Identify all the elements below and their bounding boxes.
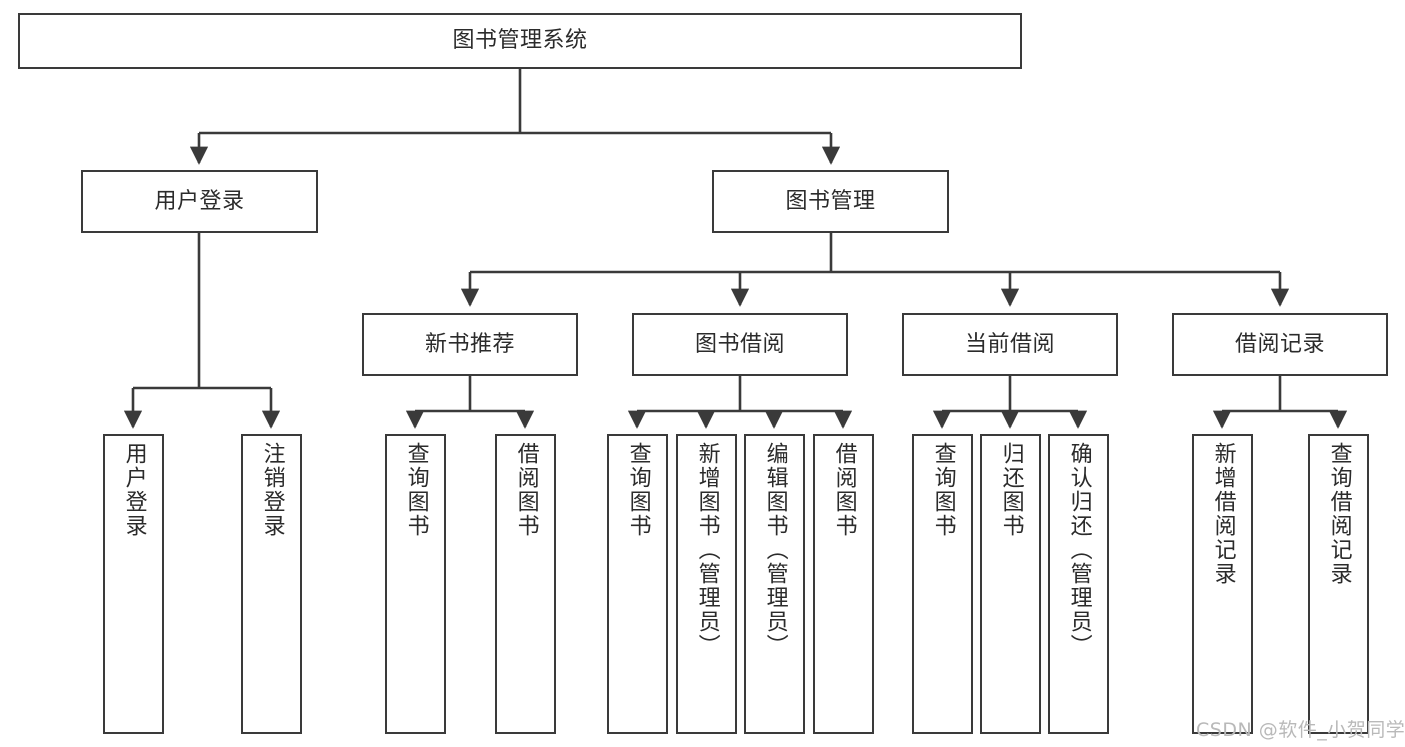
node-label: 确认归还（管理员）: [1066, 442, 1092, 658]
node-user-login[interactable]: 用户登录: [81, 170, 318, 233]
leaf-new-book-borrow[interactable]: 借阅图书: [495, 434, 556, 734]
leaf-book-borrow-query[interactable]: 查询图书: [607, 434, 668, 734]
node-label: 当前借阅: [964, 331, 1055, 357]
node-label: 图书管理系统: [452, 28, 588, 54]
leaf-new-book-query[interactable]: 查询图书: [385, 434, 446, 734]
node-book-borrow[interactable]: 图书借阅: [632, 313, 848, 376]
node-label: 查询图书: [403, 442, 429, 538]
leaf-user-login-login[interactable]: 用户登录: [103, 434, 164, 734]
node-label: 图书借阅: [694, 331, 785, 357]
node-current-borrow[interactable]: 当前借阅: [902, 313, 1118, 376]
node-new-book-recommend[interactable]: 新书推荐: [362, 313, 578, 376]
node-label: 新增图书（管理员）: [694, 442, 720, 658]
leaf-book-borrow-edit[interactable]: 编辑图书（管理员）: [744, 434, 805, 734]
node-label: 图书管理: [785, 188, 876, 214]
leaf-user-login-logout[interactable]: 注销登录: [241, 434, 302, 734]
node-root-book-management-system[interactable]: 图书管理系统: [18, 13, 1022, 69]
node-label: 查询借阅记录: [1326, 442, 1352, 586]
leaf-current-borrow-confirm-return[interactable]: 确认归还（管理员）: [1048, 434, 1109, 734]
node-book-management[interactable]: 图书管理: [712, 170, 949, 233]
leaf-current-borrow-return[interactable]: 归还图书: [980, 434, 1041, 734]
node-label: 用户登录: [154, 188, 245, 214]
node-label: 注销登录: [259, 442, 285, 538]
node-label: 新书推荐: [424, 331, 515, 357]
node-label: 新增借阅记录: [1210, 442, 1236, 586]
node-label: 归还图书: [998, 442, 1024, 538]
node-label: 借阅图书: [513, 442, 539, 538]
leaf-book-borrow-add[interactable]: 新增图书（管理员）: [676, 434, 737, 734]
node-label: 借阅记录: [1234, 331, 1325, 357]
node-label: 借阅图书: [831, 442, 857, 538]
node-label: 用户登录: [121, 442, 147, 538]
node-label: 查询图书: [625, 442, 651, 538]
leaf-borrow-record-query[interactable]: 查询借阅记录: [1308, 434, 1369, 734]
node-label: 查询图书: [930, 442, 956, 538]
node-label: 编辑图书（管理员）: [762, 442, 788, 658]
leaf-book-borrow-borrow[interactable]: 借阅图书: [813, 434, 874, 734]
leaf-borrow-record-add[interactable]: 新增借阅记录: [1192, 434, 1253, 734]
leaf-current-borrow-query[interactable]: 查询图书: [912, 434, 973, 734]
node-borrow-record[interactable]: 借阅记录: [1172, 313, 1388, 376]
